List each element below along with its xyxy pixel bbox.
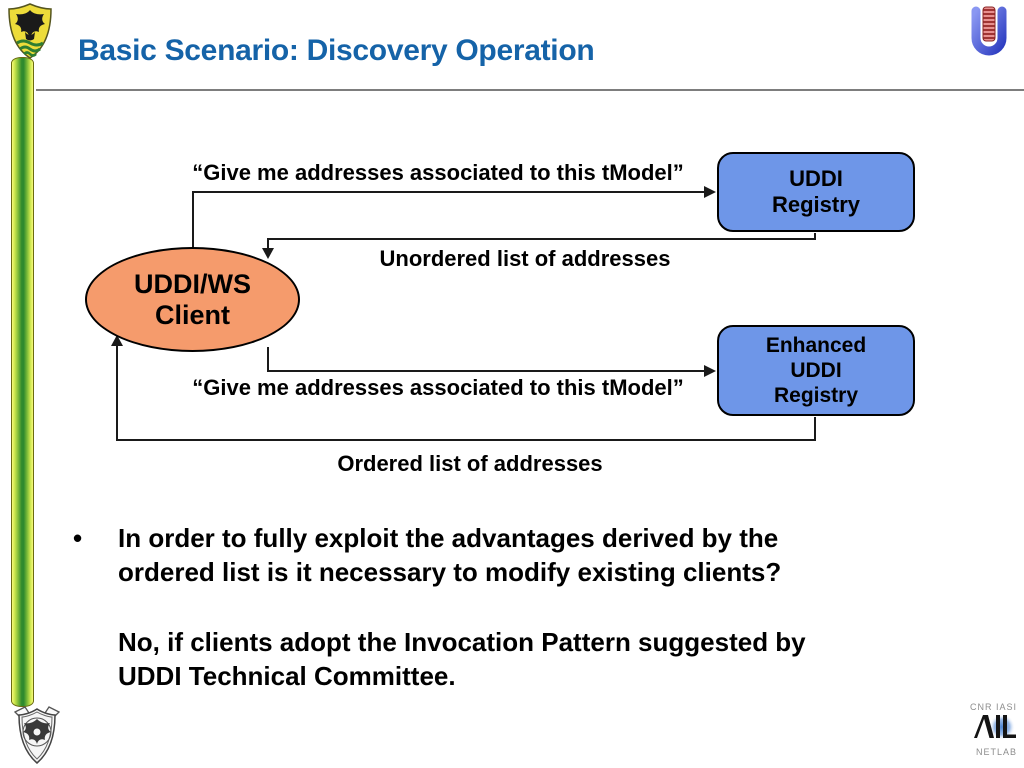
node-enhanced-uddi-registry: Enhanced UDDI Registry <box>717 325 915 416</box>
node-uddi-ws-client: UDDI/WS Client <box>85 247 300 352</box>
bullet-question: • In order to fully exploit the advantag… <box>73 521 963 589</box>
question-line-1: In order to fully exploit the advantages… <box>118 523 779 553</box>
label-response-uddi: Unordered list of addresses <box>379 246 671 271</box>
node-uddi-registry: UDDI Registry <box>717 152 915 232</box>
node-label-line: UDDI <box>789 166 843 191</box>
node-label-line: Registry <box>773 384 859 407</box>
netlab-mark-icon <box>973 713 1017 746</box>
bullet-marker: • <box>73 523 83 553</box>
arrow-request-uddi <box>192 191 706 250</box>
title-divider <box>36 89 1024 91</box>
answer-paragraph: No, if clients adopt the Invocation Patt… <box>73 625 963 693</box>
arrow-request-enhanced <box>267 347 706 372</box>
label-request-uddi: “Give me addresses associated to this tM… <box>192 160 684 185</box>
node-label-line: Client <box>154 299 230 330</box>
arrowhead-right-top <box>704 186 716 198</box>
node-label-line: UDDI <box>790 359 842 382</box>
lab-name-label: NETLAB <box>975 747 1017 757</box>
node-label-line: Enhanced <box>765 334 867 357</box>
node-label-line: UDDI/WS <box>134 268 251 299</box>
uddi-logo-icon <box>963 5 1015 72</box>
ornate-seal-icon <box>9 703 65 768</box>
answer-line-2: UDDI Technical Committee. <box>118 661 456 691</box>
node-label-line: Registry <box>771 192 861 217</box>
answer-line-1: No, if clients adopt the Invocation Patt… <box>118 627 806 657</box>
page-title: Basic Scenario: Discovery Operation <box>78 34 595 67</box>
label-response-enhanced: Ordered list of addresses <box>337 451 603 476</box>
arrowhead-down <box>262 248 274 259</box>
org-name-label: CNR IASI <box>969 702 1017 712</box>
netlab-logo: CNR IASI NETLAB <box>947 702 1017 757</box>
question-line-2: ordered list is it necessary to modify e… <box>118 557 782 587</box>
left-accent-bar <box>11 57 34 707</box>
university-crest-icon <box>7 3 53 64</box>
label-request-enhanced: “Give me addresses associated to this tM… <box>192 375 684 400</box>
